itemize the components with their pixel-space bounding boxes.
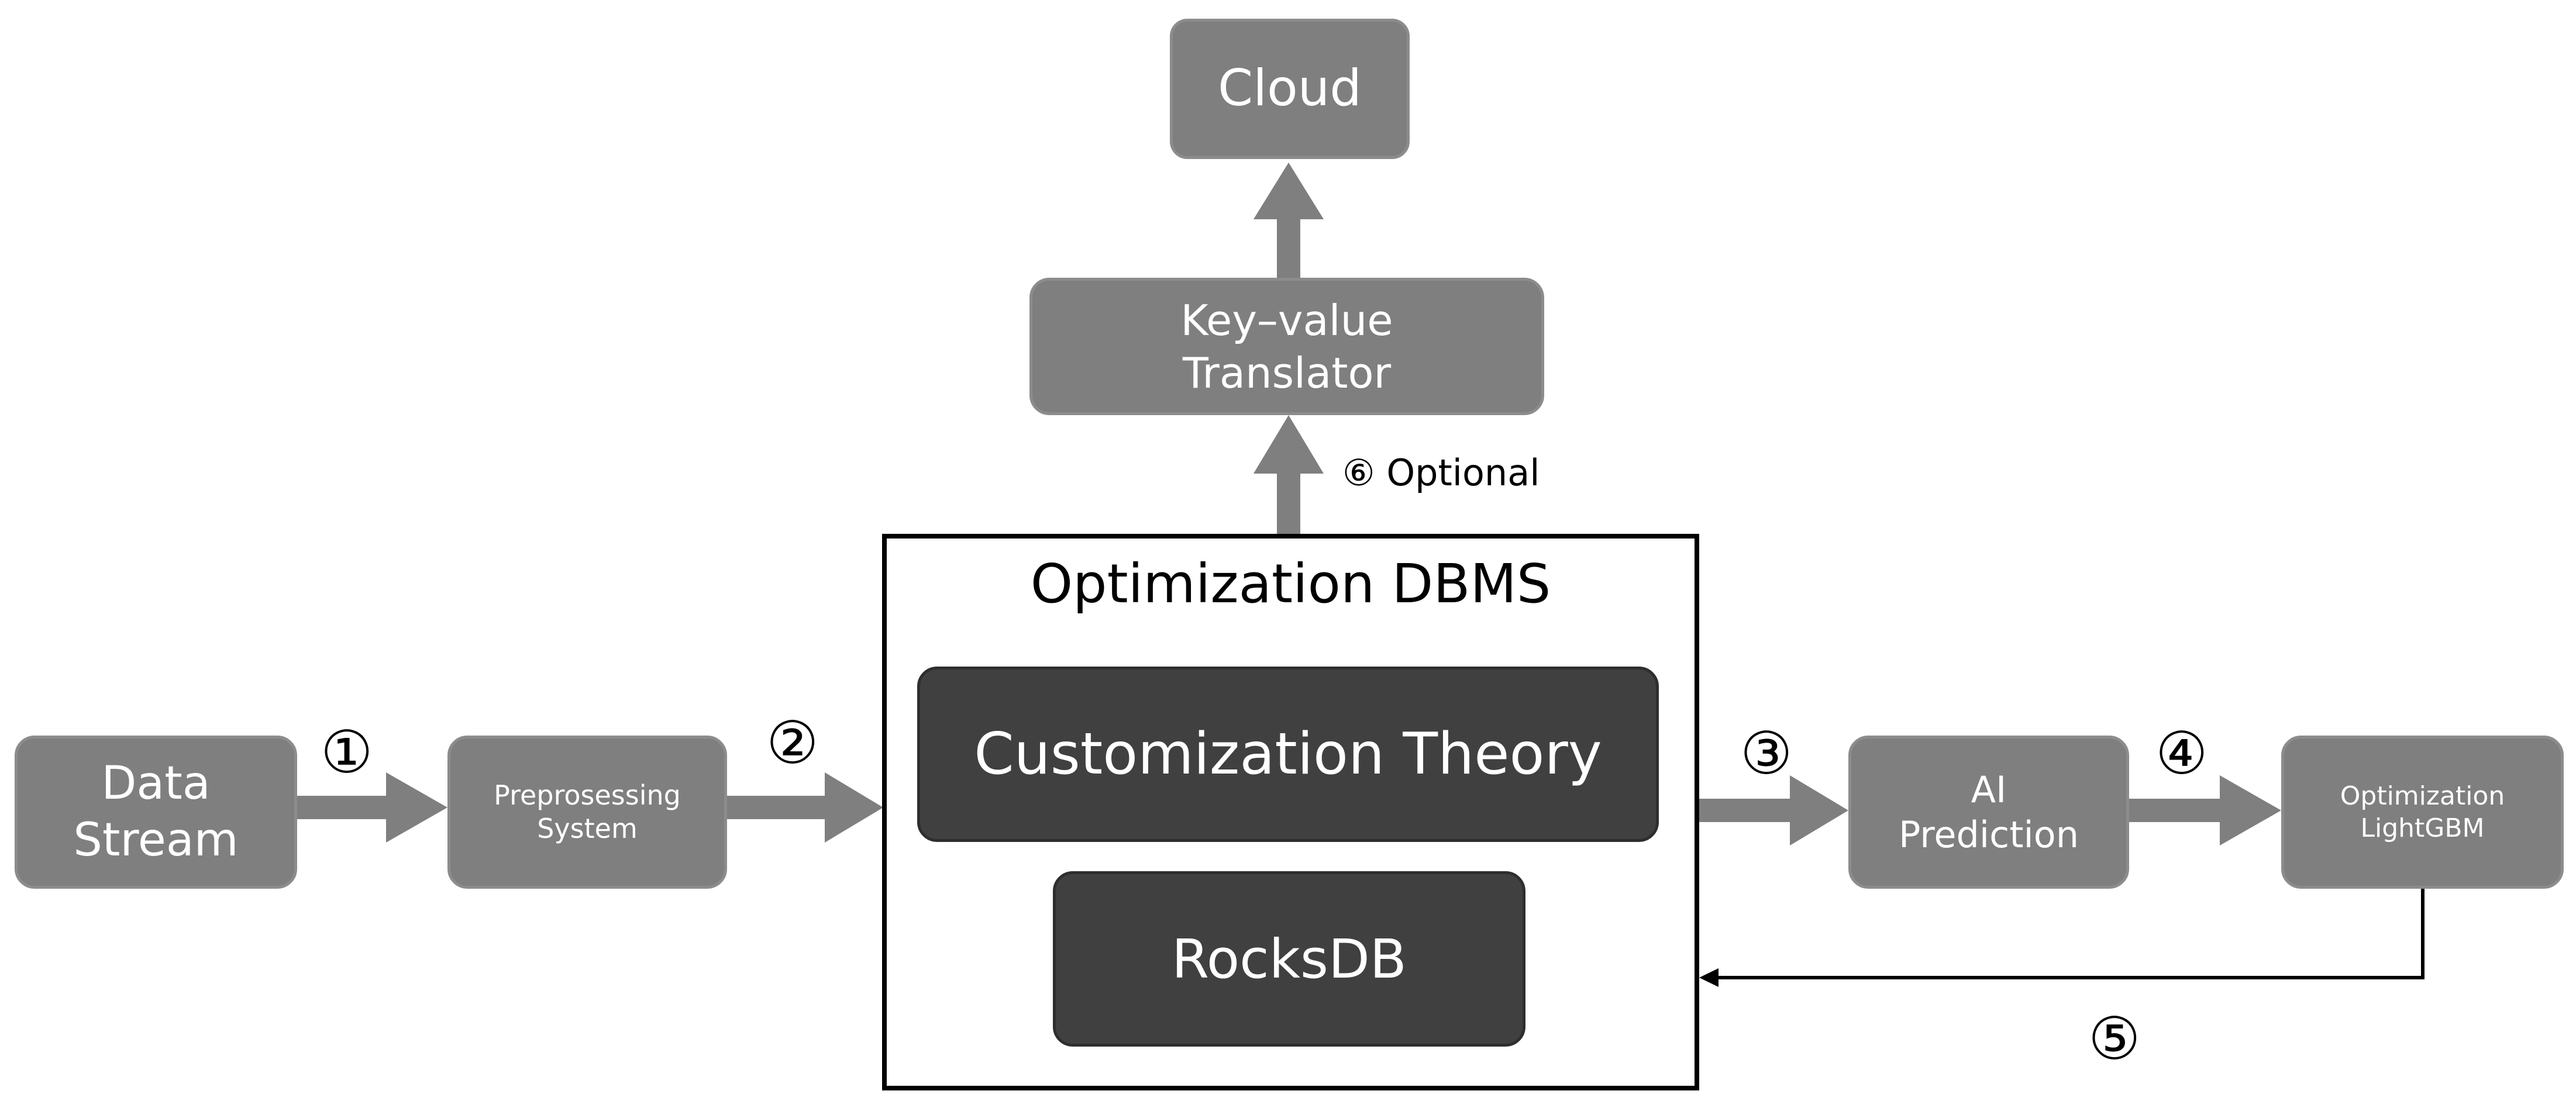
ai-prediction-label-line-2: Prediction xyxy=(1898,813,2079,856)
arrow-step-2 xyxy=(725,772,883,843)
key-value-translator-node: Key–value Translator xyxy=(1029,278,1544,415)
preprocessing-label-line-2: System xyxy=(537,813,638,844)
preprocessing-system-node: Preprosessing System xyxy=(447,736,727,889)
translator-label-line-1: Key–value xyxy=(1180,295,1393,345)
lightgbm-label-line-1: Optimization xyxy=(2340,781,2505,811)
customization-theory-node: Customization Theory xyxy=(917,667,1659,842)
step-2-marker: ② xyxy=(766,709,819,777)
lightgbm-label-line-2: LightGBM xyxy=(2360,813,2485,843)
ai-prediction-label-line-1: AI xyxy=(1971,768,2007,811)
arrow-step-3 xyxy=(1699,775,1848,845)
data-stream-node: Data Stream xyxy=(15,736,297,889)
cloud-label: Cloud xyxy=(1218,59,1362,118)
dbms-title: Optimization DBMS xyxy=(1030,553,1551,615)
arrow-to-cloud xyxy=(1253,163,1324,278)
step-3-marker: ③ xyxy=(1740,719,1793,788)
cloud-node: Cloud xyxy=(1170,19,1410,159)
optimization-lightgbm-node: Optimization LightGBM xyxy=(2281,736,2564,889)
data-stream-label-line-2: Stream xyxy=(73,814,239,867)
step-6-label: ⑥ Optional xyxy=(1342,451,1540,494)
arrow-step-1 xyxy=(295,772,447,843)
optimization-dbms-frame xyxy=(882,534,1699,1090)
step-6-text: Optional xyxy=(1386,451,1540,494)
arrow-step-4 xyxy=(2129,775,2281,845)
step-6-marker: ⑥ xyxy=(1342,451,1375,494)
feedback-line-step-5 xyxy=(1699,889,2425,987)
data-stream-label-line-1: Data xyxy=(101,757,211,810)
ai-prediction-node: AI Prediction xyxy=(1848,736,2129,889)
translator-label-line-2: Translator xyxy=(1182,348,1392,398)
step-1-marker: ① xyxy=(321,718,373,786)
rocksdb-label: RocksDB xyxy=(1172,927,1407,990)
step-4-marker: ④ xyxy=(2155,719,2208,788)
arrow-step-6 xyxy=(1253,415,1324,535)
step-5-marker: ⑤ xyxy=(2088,1005,2141,1073)
customization-theory-label: Customization Theory xyxy=(974,720,1602,788)
rocksdb-node: RocksDB xyxy=(1053,871,1525,1047)
preprocessing-label-line-1: Preprosessing xyxy=(494,779,681,811)
